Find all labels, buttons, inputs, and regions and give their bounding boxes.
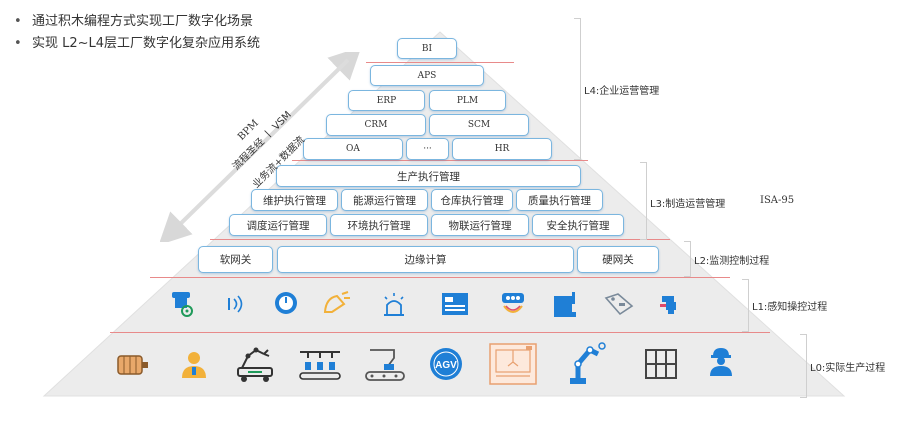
scanner-icon: [554, 292, 576, 317]
motor-icon: [117, 355, 148, 375]
l3-quality-box: 质量执行管理: [516, 189, 603, 211]
l3-warehouse-box: 仓库执行管理: [431, 189, 513, 211]
l4-plm-box: PLM: [429, 90, 506, 111]
level-label-l3: L3:制造运营管理: [650, 199, 726, 210]
bracket-l1: [742, 279, 749, 332]
l4-scm-box: SCM: [429, 114, 529, 136]
safety-worker-icon: [710, 348, 732, 376]
bracket-l0: [800, 334, 807, 398]
wireless-sensor-icon: [228, 295, 243, 313]
alarm-light-icon: [384, 293, 404, 316]
l4-erp-box: ERP: [348, 90, 425, 111]
smart-light-icon: [323, 291, 350, 313]
level-divider: [292, 160, 588, 161]
diagonal-arrow: [160, 52, 360, 242]
l3-environment-box: 环境执行管理: [330, 214, 428, 236]
mobile-robot-icon: [237, 347, 273, 382]
assembly-line-icon: [299, 351, 341, 380]
bullet-list: 通过积木编程方式实现工厂数字化场景 实现 L2~L4层工厂数字化复杂应用系统: [14, 11, 260, 55]
l4-hr-box: HR: [452, 138, 552, 160]
l2-hard-gateway-box: 硬网关: [577, 246, 659, 273]
l2-soft-gateway-box: 软网关: [198, 246, 273, 273]
cnc-machine-icon: [489, 343, 537, 385]
rfid-tag-icon: [604, 293, 634, 316]
level-label-isa95: ISA-95: [760, 195, 795, 206]
level-label-l2: L2:监测控制过程: [694, 256, 770, 267]
agv-icon: AGV: [430, 348, 462, 380]
mobile-terminal-icon: [660, 296, 676, 314]
l4-crm-box: CRM: [326, 114, 426, 136]
agv-icon-label: AGV: [435, 360, 457, 371]
level-label-l1: L1:感知操控过程: [752, 302, 828, 313]
robot-arm-icon: [570, 342, 606, 384]
bracket-l2: [684, 241, 691, 277]
l3-energy-box: 能源运行管理: [341, 189, 428, 211]
l3-header-box: 生产执行管理: [276, 165, 581, 187]
l3-maintenance-box: 维护执行管理: [251, 189, 338, 211]
l4-oa-box: OA: [303, 138, 403, 160]
gauge-icon: [275, 292, 297, 314]
l3-iot-box: 物联运行管理: [431, 214, 529, 236]
vision-sensor-icon: [502, 293, 524, 313]
level-label-l0: L0:实际生产过程: [810, 363, 886, 374]
bracket-l3: [640, 162, 647, 240]
l4-more-box: ···: [406, 138, 449, 160]
l3-dispatch-box: 调度运行管理: [229, 214, 327, 236]
l3-safety-box: 安全执行管理: [532, 214, 624, 236]
worker-icon: [182, 352, 206, 378]
bracket-l4: [574, 18, 581, 160]
warehouse-rack-icon: [645, 349, 677, 379]
conveyor-icon: [365, 349, 405, 381]
l4-bi-box: BI: [397, 38, 457, 59]
gps-device-icon: [172, 292, 193, 317]
bullet-item: 实现 L2~L4层工厂数字化复杂应用系统: [14, 33, 260, 55]
l2-edge-computing-box: 边缘计算: [277, 246, 574, 273]
level-divider: [210, 239, 670, 240]
level-label-l4: L4:企业运营管理: [584, 86, 660, 97]
plc-controller-icon: [442, 293, 468, 315]
bullet-item: 通过积木编程方式实现工厂数字化场景: [14, 11, 260, 33]
level-divider: [366, 62, 514, 63]
l4-aps-box: APS: [370, 65, 484, 86]
level-divider: [150, 277, 730, 278]
level-divider: [110, 332, 770, 333]
